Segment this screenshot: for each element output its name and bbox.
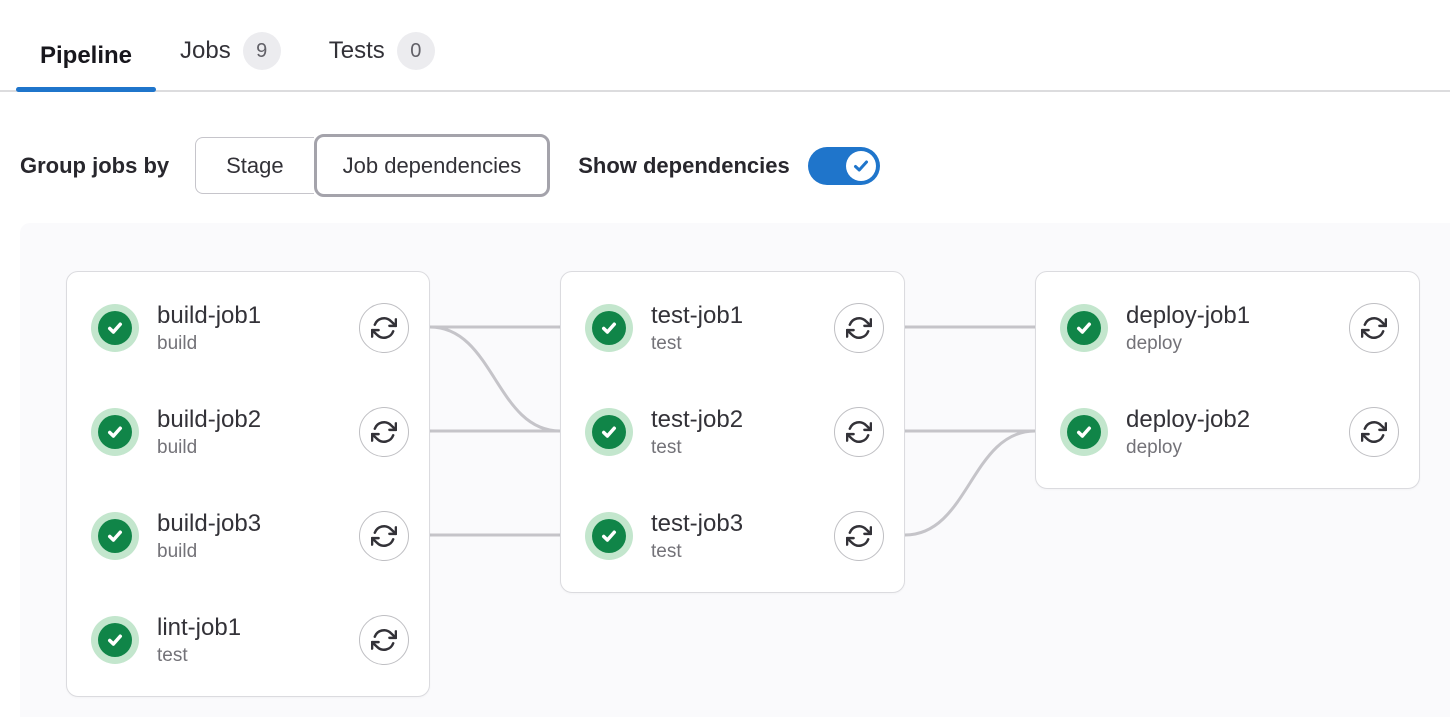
job-name-label: build-job1 [157,301,262,329]
status-success-icon [585,408,633,456]
job-text: lint-job1 test [157,613,359,668]
job-stage-label: build [157,436,198,458]
job-text: build-job3 build [157,509,359,564]
retry-job-button[interactable] [834,407,884,457]
job-name-label: test-job1 [651,301,744,329]
retry-job-button[interactable] [834,303,884,353]
jobs-count-badge: 9 [242,32,281,70]
show-dependencies-toggle[interactable] [807,146,880,185]
job-stage-label: build [157,540,198,562]
tab-pipeline[interactable]: Pipeline [16,26,157,92]
job-name-label: deploy-job2 [1126,405,1251,433]
job-name-label: build-job2 [157,405,262,433]
job-card-column-3: deploy-job1 deploy deploy-job2 deploy [1035,271,1420,489]
status-success-icon [1060,408,1108,456]
job-item-test-job2[interactable]: test-job2 test [561,380,904,484]
toggle-check-icon [845,150,876,181]
pipeline-tab-bar: Pipeline Jobs 9 Tests 0 [0,0,1450,92]
group-by-stage-button[interactable]: Stage [195,137,314,194]
job-item-build-job1[interactable]: build-job1 build [67,276,429,380]
job-item-deploy-job1[interactable]: deploy-job1 deploy [1036,276,1419,380]
job-stage-label: test [651,332,682,354]
retry-job-button[interactable] [1349,303,1399,353]
job-stage-label: test [651,540,682,562]
status-success-icon [91,304,139,352]
job-item-build-job3[interactable]: build-job3 build [67,484,429,588]
job-stage-label: build [157,332,198,354]
job-item-lint-job1[interactable]: lint-job1 test [67,588,429,692]
status-success-icon [91,512,139,560]
status-success-icon [585,512,633,560]
job-stage-label: test [157,644,188,666]
job-item-test-job3[interactable]: test-job3 test [561,484,904,588]
job-name-label: build-job3 [157,509,262,537]
tab-pipeline-label: Pipeline [40,42,133,69]
status-success-icon [1060,304,1108,352]
job-text: build-job1 build [157,301,359,356]
job-item-deploy-job2[interactable]: deploy-job2 deploy [1036,380,1419,484]
dependency-link-build-job1-to-test-job2 [429,325,561,433]
retry-job-button[interactable] [834,511,884,561]
job-text: test-job1 test [651,301,834,356]
dependency-links [429,325,1036,537]
status-success-icon [91,408,139,456]
job-stage-label: deploy [1126,332,1182,354]
status-success-icon [91,616,139,664]
group-by-job-dependencies-button[interactable]: Job dependencies [313,134,551,197]
job-name-label: test-job2 [651,405,744,433]
job-name-label: lint-job1 [157,613,242,641]
job-text: test-job3 test [651,509,834,564]
tab-tests[interactable]: Tests 0 [305,16,459,90]
job-text: deploy-job2 deploy [1126,405,1349,460]
job-text: build-job2 build [157,405,359,460]
retry-job-button[interactable] [1349,407,1399,457]
job-text: test-job2 test [651,405,834,460]
retry-job-button[interactable] [359,303,409,353]
tests-count-badge: 0 [396,32,435,70]
job-text: deploy-job1 deploy [1126,301,1349,356]
graph-controls: Group jobs by Stage Job dependencies Sho… [20,134,1430,197]
show-dependencies-label: Show dependencies [578,152,790,178]
job-card-column-2: test-job1 test test-job2 test test-job3 test [560,271,905,593]
retry-job-button[interactable] [359,615,409,665]
job-stage-label: deploy [1126,436,1182,458]
tab-tests-label: Tests [328,37,385,64]
group-jobs-by-label: Group jobs by [20,152,170,178]
job-name-label: test-job3 [651,509,744,537]
group-by-segmented-control: Stage Job dependencies [195,134,551,197]
tab-jobs[interactable]: Jobs 9 [156,16,305,90]
retry-job-button[interactable] [359,511,409,561]
dependency-link-test-job3-to-deploy-job2 [904,429,1036,537]
job-stage-label: test [651,436,682,458]
retry-job-button[interactable] [359,407,409,457]
job-item-test-job1[interactable]: test-job1 test [561,276,904,380]
job-item-build-job2[interactable]: build-job2 build [67,380,429,484]
tab-jobs-label: Jobs [180,37,231,64]
job-name-label: deploy-job1 [1126,301,1251,329]
status-success-icon [585,304,633,352]
